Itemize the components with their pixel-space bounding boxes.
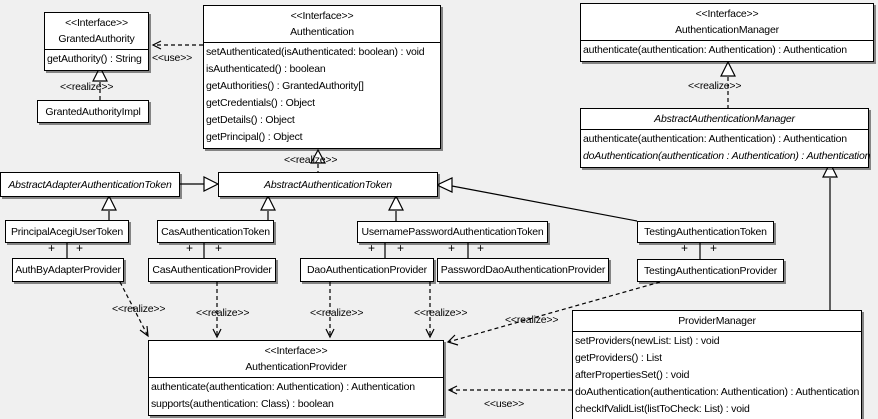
class-abstract-authentication-token: AbstractAuthenticationToken bbox=[218, 172, 438, 197]
class-cas-authentication-provider: CasAuthenticationProvider bbox=[148, 258, 276, 282]
stereotype-label: <<Interface>> bbox=[695, 8, 759, 20]
assoc-end-plus: + bbox=[76, 241, 84, 255]
class-name: Authentication bbox=[290, 26, 354, 38]
class-name: TestingAuthenticationToken bbox=[644, 226, 767, 238]
method-row: checkIfValidList(listToCheck: List) : vo… bbox=[575, 403, 750, 415]
class-dao-authentication-provider: DaoAuthenticationProvider bbox=[300, 258, 434, 282]
class-name: CasAuthenticationProvider bbox=[152, 264, 272, 276]
edge-realize-casprovider bbox=[212, 282, 222, 339]
assoc-end-plus: + bbox=[681, 241, 689, 255]
class-abstract-adapter-authentication-token: AbstractAdapterAuthenticationToken bbox=[0, 172, 180, 197]
method-row: supports(authentication: Class) : boolea… bbox=[151, 398, 334, 410]
class-name: AbstractAuthenticationManager bbox=[654, 113, 795, 125]
edge-label-use: <<use>> bbox=[484, 398, 525, 410]
method-row: authenticate(authentication: Authenticat… bbox=[583, 44, 847, 56]
method-row: afterPropertiesSet() : void bbox=[575, 369, 690, 381]
class-password-dao-authentication-provider: PasswordDaoAuthenticationProvider bbox=[437, 258, 609, 282]
edge-label-realize: <<realize>> bbox=[196, 307, 250, 319]
edge-gen-adapter-token bbox=[179, 176, 220, 192]
method-row: setAuthenticated(isAuthenticated: boolea… bbox=[206, 46, 425, 58]
edge-label-realize: <<realize>> bbox=[310, 307, 364, 319]
method-row: getAuthority() : String bbox=[47, 53, 142, 65]
method-row-abstract: doAuthentication(authentication : Authen… bbox=[583, 150, 871, 162]
class-cas-authentication-token: CasAuthenticationToken bbox=[157, 220, 274, 243]
class-username-password-authentication-token: UsernamePasswordAuthenticationToken bbox=[357, 221, 548, 243]
class-abstract-authentication-manager: AbstractAuthenticationManager authentica… bbox=[580, 108, 871, 168]
class-name: AuthenticationProvider bbox=[245, 361, 347, 373]
edge-gen-cas-token bbox=[260, 194, 276, 220]
class-auth-by-adapter-provider: AuthByAdapterProvider bbox=[12, 258, 124, 282]
edge-realize-testingprovider bbox=[446, 281, 661, 346]
assoc-end-plus: + bbox=[448, 241, 456, 255]
class-principal-acegi-user-token: PrincipalAcegiUserToken bbox=[5, 220, 129, 243]
class-name: CasAuthenticationToken bbox=[161, 225, 270, 238]
stereotype-label: <<Interface>> bbox=[264, 345, 328, 357]
class-name: PasswordDaoAuthenticationProvider bbox=[440, 264, 606, 276]
stereotype-label: <<Interface>> bbox=[290, 10, 354, 22]
edge-realize-authbyadapterprovider bbox=[119, 281, 149, 338]
assoc-end-plus: + bbox=[710, 241, 718, 255]
edge-label-realize: <<realize>> bbox=[112, 303, 166, 315]
class-name: PrincipalAcegiUserToken bbox=[10, 225, 124, 238]
edge-gen-principal bbox=[101, 194, 117, 220]
edge-realize-daoprovider bbox=[325, 282, 335, 339]
edge-label-realize: <<realize>> bbox=[60, 81, 114, 93]
method-row: authenticate(authentication: Authenticat… bbox=[583, 133, 847, 145]
class-name: UsernamePasswordAuthenticationToken bbox=[361, 226, 544, 238]
class-name: AbstractAuthenticationToken bbox=[264, 178, 392, 191]
edge-gen-usernamepassword-token bbox=[388, 194, 404, 222]
method-row: doAuthentication(authentication: Authent… bbox=[575, 386, 860, 398]
method-row: getProviders() : List bbox=[575, 352, 662, 364]
class-authentication-provider: <<Interface>> AuthenticationProvider aut… bbox=[148, 340, 444, 416]
class-granted-authority: <<Interface>> GrantedAuthority getAuthor… bbox=[44, 12, 149, 71]
method-row: authenticate(authentication: Authenticat… bbox=[151, 381, 415, 393]
edge-gen-providermanager bbox=[822, 161, 838, 310]
assoc-end-plus: + bbox=[477, 241, 485, 255]
class-name: ProviderManager bbox=[678, 315, 756, 327]
edge-use-providermanager bbox=[447, 385, 572, 395]
class-name: DaoAuthenticationProvider bbox=[307, 264, 427, 276]
edge-realize-abstractauthenticationtoken bbox=[309, 148, 327, 172]
method-row: setProviders(newList: List) : void bbox=[575, 335, 720, 347]
edge-label-realize: <<realize>> bbox=[688, 80, 742, 92]
class-testing-authentication-provider: TestingAuthenticationProvider bbox=[637, 259, 784, 282]
class-name: AuthenticationManager bbox=[675, 24, 779, 36]
edge-label-use: <<use>> bbox=[152, 52, 193, 64]
method-row: getAuthorities() : GrantedAuthority[] bbox=[206, 80, 364, 92]
method-row: isAuthenticated() : boolean bbox=[206, 63, 326, 75]
class-provider-manager: ProviderManager setProviders(newList: Li… bbox=[572, 310, 862, 419]
assoc-end-plus: + bbox=[48, 241, 56, 255]
edge-gen-testing-token bbox=[435, 177, 638, 222]
edge-realize-abstractauthenticationmanager bbox=[720, 60, 736, 108]
edge-realize-grantedauthorityimpl bbox=[92, 65, 108, 100]
assoc-end-plus: + bbox=[186, 241, 194, 255]
edge-label-realize: <<realize>> bbox=[284, 154, 338, 166]
method-row: getCredentials() : Object bbox=[206, 97, 315, 109]
edge-label-realize: <<realize>> bbox=[414, 307, 468, 319]
assoc-end-plus: + bbox=[397, 241, 405, 255]
class-name: GrantedAuthorityImpl bbox=[45, 105, 141, 118]
edge-use-authentication-grantedauthority bbox=[151, 40, 203, 50]
class-granted-authority-impl: GrantedAuthorityImpl bbox=[37, 100, 149, 123]
stereotype-label: <<Interface>> bbox=[65, 17, 128, 29]
class-name: TestingAuthenticationProvider bbox=[643, 264, 778, 277]
edge-label-realize: <<realize>> bbox=[505, 314, 559, 326]
class-authentication: <<Interface>> Authentication setAuthenti… bbox=[203, 5, 441, 149]
class-name: GrantedAuthority bbox=[58, 33, 135, 45]
method-row: getPrincipal() : Object bbox=[206, 131, 303, 143]
class-authentication-manager: <<Interface>> AuthenticationManager auth… bbox=[580, 3, 874, 62]
assoc-end-plus: + bbox=[368, 241, 376, 255]
class-name: AbstractAdapterAuthenticationToken bbox=[8, 178, 172, 191]
assoc-end-plus: + bbox=[215, 241, 223, 255]
class-testing-authentication-token: TestingAuthenticationToken bbox=[637, 221, 774, 243]
edge-realize-passworddaoprovider bbox=[425, 282, 435, 339]
method-row: getDetails() : Object bbox=[206, 114, 295, 126]
class-name: AuthByAdapterProvider bbox=[15, 264, 121, 276]
